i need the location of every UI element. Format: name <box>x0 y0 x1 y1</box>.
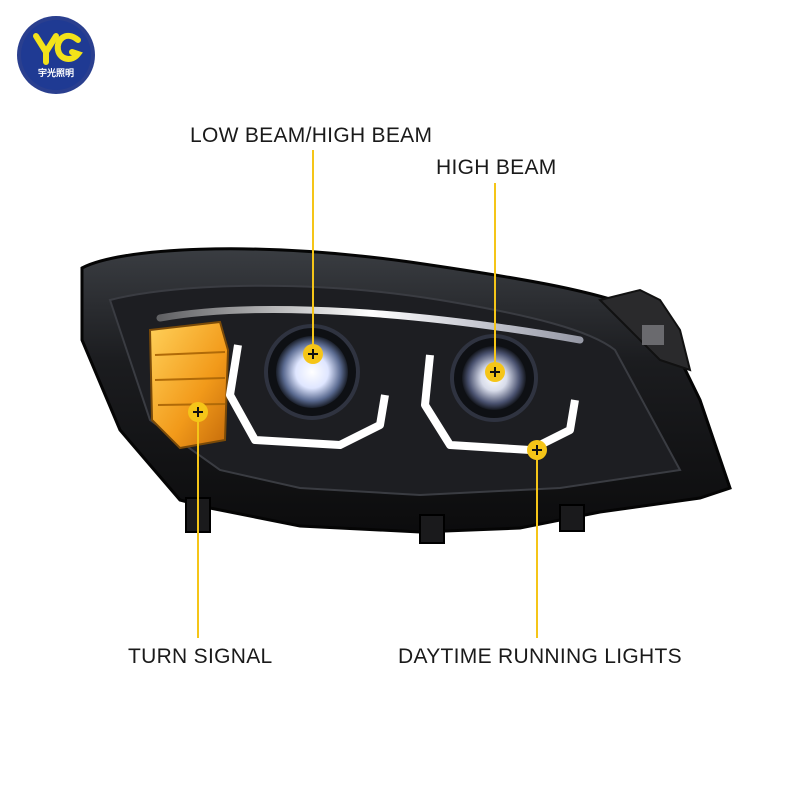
callout-daytime-running-lights: DAYTIME RUNNING LIGHTS <box>398 645 682 668</box>
high-beam-projector <box>421 334 579 454</box>
callout-marker-high-beam <box>485 362 505 382</box>
low-beam-projector <box>226 324 389 449</box>
callout-low-high-beam: LOW BEAM/HIGH BEAM <box>190 124 433 147</box>
callout-marker-low-high-beam <box>303 344 323 364</box>
mount-tab <box>419 514 445 544</box>
turn-signal-block <box>148 320 230 450</box>
bracket-tab <box>642 325 664 345</box>
callout-marker-drl <box>527 440 547 460</box>
callout-high-beam: HIGH BEAM <box>436 156 557 179</box>
yg-logo-icon <box>17 16 95 94</box>
callout-marker-turn-signal <box>188 402 208 422</box>
callout-turn-signal: TURN SIGNAL <box>128 645 273 668</box>
mount-tab <box>559 504 585 532</box>
brand-logo-text: 宇光照明 <box>37 69 74 79</box>
top-light-strip <box>156 305 584 344</box>
